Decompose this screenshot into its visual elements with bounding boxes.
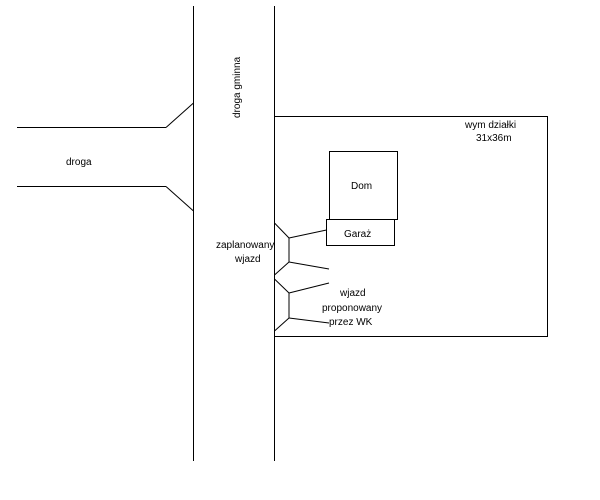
planned-entry-label-line2: wjazd xyxy=(234,254,261,265)
proposed-entry-label-line1: wjazd xyxy=(339,288,366,299)
proposed-entry-top-flare xyxy=(274,278,290,294)
planned-entry-top-flare xyxy=(274,222,290,239)
planned-entry-bottom-flare xyxy=(274,261,290,276)
plot-boundary xyxy=(274,116,548,337)
plot-dims-label-line1: wym działki xyxy=(464,120,516,131)
proposed-entry-label-line2: proponowany xyxy=(322,303,382,314)
house-label: Dom xyxy=(351,181,372,192)
proposed-entry-bottom-edge xyxy=(288,317,330,324)
planned-entry-bottom-edge xyxy=(288,261,330,270)
proposed-entry-label-line3: przez WK xyxy=(329,317,373,328)
road-side-bottom-flare xyxy=(165,186,194,212)
road-main-label: droga gminna xyxy=(232,56,243,118)
planned-entry-label-line1: zaplanowany xyxy=(216,240,274,251)
garage-box xyxy=(326,219,395,246)
road-side-label: droga xyxy=(66,157,92,168)
garage-label: Garaż xyxy=(344,229,371,240)
proposed-entry-top-edge xyxy=(288,282,330,294)
proposed-entry-bottom-flare xyxy=(274,317,290,332)
road-side-top-flare xyxy=(165,102,194,128)
planned-entry-top-edge xyxy=(288,229,327,239)
plot-dims-label-line2: 31x36m xyxy=(476,133,512,144)
